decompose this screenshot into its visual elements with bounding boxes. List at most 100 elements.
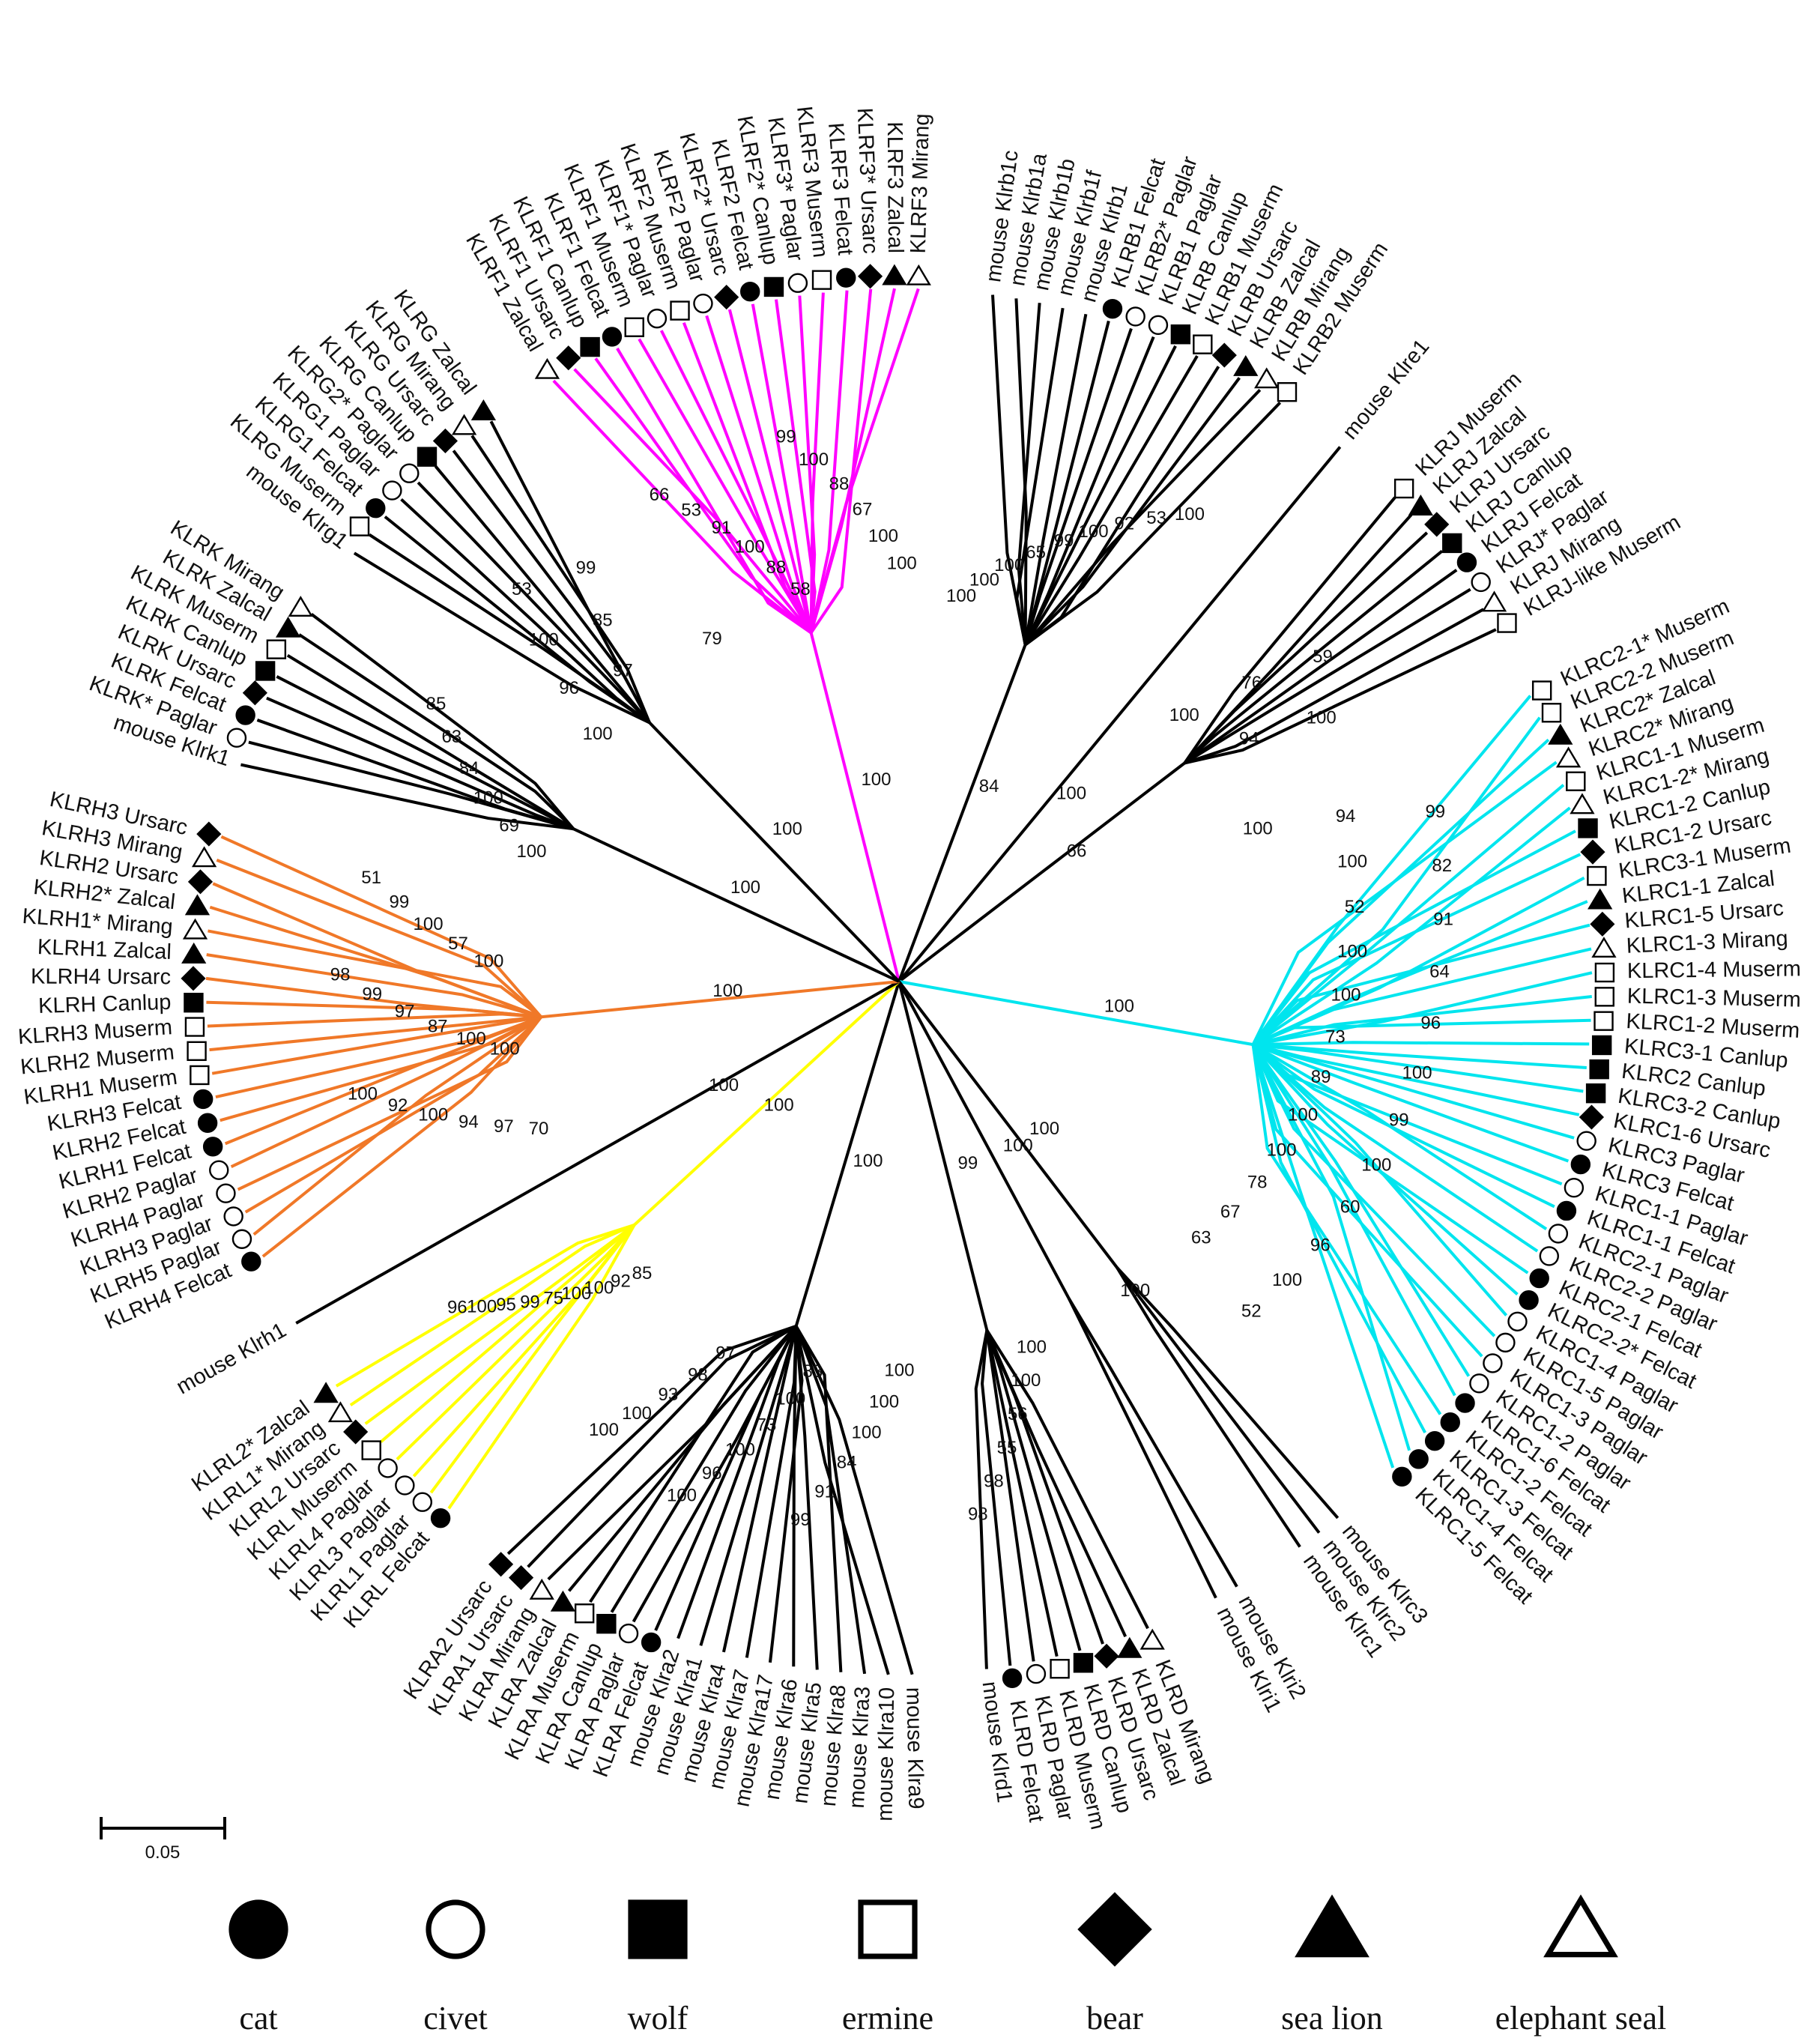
open-circle-species-marker [399, 463, 420, 483]
leaf-branch [809, 288, 920, 634]
filled-diamond-species-marker [714, 285, 739, 310]
klrc-support-value: 100 [1331, 985, 1361, 1005]
leaf-branch [985, 1330, 1059, 1657]
filled-square-species-marker [1073, 1653, 1094, 1673]
leaf-branch [489, 420, 651, 724]
filled-triangle-species-marker [470, 399, 497, 420]
leaf-branch [298, 633, 575, 830]
filled-circle-species-marker [1440, 1412, 1460, 1433]
filled-diamond-species-marker [242, 680, 267, 706]
filled-circle-species-marker [1408, 1449, 1429, 1469]
leaf-branch [659, 330, 813, 634]
filled-triangle-legend-marker [1295, 1894, 1369, 1958]
klrh-support-value: 51 [361, 868, 381, 888]
klrf-stem-branch [809, 632, 901, 982]
klrc-support-value: 64 [1429, 962, 1450, 982]
leaf-branch [616, 347, 812, 635]
leaf-branch [1183, 496, 1396, 764]
klrf-support-value: 66 [650, 485, 670, 505]
klrb-support-value: 100 [994, 555, 1024, 575]
open-square-species-marker [670, 300, 690, 321]
klrb-support-value: 100 [1079, 521, 1109, 542]
open-triangle-species-marker [1139, 1628, 1165, 1650]
leaf-branch [506, 1325, 797, 1555]
klra-support-value: 97 [715, 1343, 736, 1363]
leaf-branch [1252, 806, 1571, 1046]
open-circle-species-marker [1469, 1373, 1489, 1394]
leaf-branch [286, 653, 575, 830]
klrb-support-value: 99 [1054, 531, 1074, 551]
klrh-support-value: 100 [490, 1038, 520, 1059]
leaf-branch [1253, 1043, 1575, 1140]
leaf-branch [209, 1015, 542, 1052]
klra-support-value: 100 [884, 1360, 914, 1380]
filled-diamond-species-marker [1590, 911, 1615, 937]
leaf-branch [1251, 1044, 1411, 1451]
leaf-branch [809, 292, 825, 633]
klra-support-value: 100 [775, 1388, 805, 1409]
klrh-support-value: 99 [362, 985, 382, 1005]
leaf-label: mouse Klre1 [1338, 335, 1434, 444]
filled-square-species-marker [1170, 324, 1191, 345]
mouse-klri-stem-branch [898, 981, 1071, 1299]
leaf-branch [610, 1325, 798, 1613]
open-circle-species-marker [226, 728, 247, 748]
leaf-label: KLRF3 Mirang [907, 113, 934, 254]
klrj-support-value: 100 [1307, 707, 1337, 728]
klrh-support-value: 92 [388, 1095, 408, 1116]
leaf-branch [1251, 761, 1558, 1046]
klrj-support-value: 76 [1241, 673, 1262, 693]
leaf-branch [412, 1224, 636, 1478]
leaf-branch [256, 719, 574, 831]
filled-circle-species-marker [1102, 298, 1123, 319]
filled-diamond-species-marker [1094, 1643, 1119, 1669]
klrc-support-value: 60 [1340, 1197, 1361, 1217]
leaf-branch [1252, 923, 1590, 1046]
leaf-branch [1068, 1298, 1238, 1588]
klrl-support-value: 99 [520, 1292, 540, 1313]
legend-item-wolf: wolf [628, 1899, 688, 2037]
open-circle-species-marker [412, 1492, 433, 1512]
filled-diamond-species-marker [1579, 1104, 1605, 1130]
open-square-species-marker [811, 270, 832, 290]
klrf-support-value: 91 [712, 518, 732, 538]
filled-triangle-species-marker [313, 1382, 339, 1403]
leaf-branch [1067, 1298, 1217, 1599]
legend-item-sea-lion: sea lion [1281, 1894, 1383, 2037]
legend-item-ermine: ermine [842, 1899, 933, 2037]
open-circle-species-marker [1548, 1224, 1569, 1244]
klrf-support-value: 88 [829, 474, 850, 494]
leaf-branch [974, 1330, 989, 1669]
leaf-branch [1014, 298, 1028, 645]
leaf-branch [1251, 1044, 1456, 1397]
klrh-support-value: 97 [494, 1116, 514, 1137]
leaf-branch [1184, 608, 1485, 765]
mouse-klrh-stem-branch [295, 980, 900, 1325]
leaf-branch [1183, 531, 1429, 764]
open-square-species-marker [184, 1017, 205, 1037]
klrc-support-value: 100 [1288, 1104, 1318, 1125]
klrh-support-value: 70 [529, 1119, 549, 1139]
leaf-label: mouse Klrd1 [978, 1680, 1017, 1804]
open-circle-species-marker [1125, 306, 1145, 327]
open-circle-species-marker [1507, 1311, 1528, 1331]
leaf-branch [1253, 1043, 1584, 1093]
klrh-support-value: 97 [395, 1001, 415, 1021]
leaf-branch [215, 1015, 542, 1099]
leaf-branch [220, 1015, 542, 1122]
leaf-branch [205, 976, 542, 1019]
open-circle-species-marker [1471, 572, 1491, 593]
klrb-stem-support: 84 [979, 776, 999, 796]
leaf-branch [261, 1015, 542, 1258]
klrc-support-value: 99 [1425, 802, 1445, 822]
klrc-support-value: 100 [1337, 852, 1367, 872]
leaf-branch [237, 1016, 542, 1191]
open-square-species-marker [1541, 703, 1562, 723]
klrf-support-value: 79 [702, 629, 722, 649]
leaf-branch [206, 953, 542, 1019]
klrc-support-value: 100 [1272, 1270, 1302, 1290]
open-circle-legend-marker [426, 1899, 485, 1959]
klrd-support-value: 56 [1008, 1404, 1028, 1424]
leaf-branch [632, 1325, 798, 1623]
leaf-branch [211, 1015, 542, 1075]
